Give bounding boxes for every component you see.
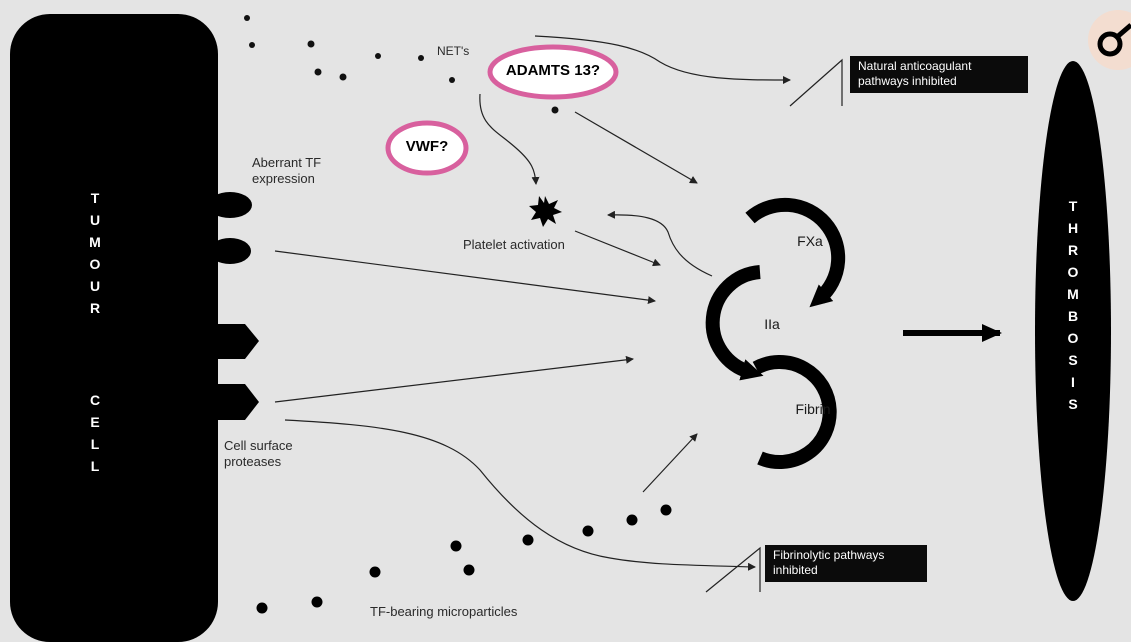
inhibit-anticoagulant bbox=[789, 58, 843, 107]
arrow-tf-to-cascade bbox=[274, 250, 656, 305]
vwf-label: VWF? bbox=[405, 138, 449, 155]
corner-badge-ring bbox=[1097, 31, 1123, 57]
thrombosis-letter: S bbox=[1068, 396, 1078, 412]
inhibit-fibrinolytic bbox=[705, 546, 761, 593]
fxa-cycle-arrow bbox=[745, 197, 846, 308]
platelet-shape bbox=[529, 196, 562, 227]
corner-badge-tail bbox=[1115, 23, 1131, 39]
tumour-letter: M bbox=[89, 234, 101, 250]
arrow-nets-to-platelet bbox=[479, 93, 540, 185]
iia-label: IIa bbox=[764, 316, 780, 332]
arrow-protease-to-cascade bbox=[274, 355, 634, 403]
adamts-ring bbox=[487, 44, 619, 100]
tf-microparticles-label: TF-bearing microparticles bbox=[370, 604, 518, 619]
thrombosis-letter: I bbox=[1071, 374, 1075, 390]
protease-shape-1 bbox=[207, 324, 259, 359]
aberrant-tf-label: Aberrant TF expression bbox=[252, 155, 322, 186]
tf-receptor-1 bbox=[208, 192, 252, 218]
thrombosis-letter: T bbox=[1068, 198, 1078, 214]
tumour-letter: T bbox=[90, 190, 100, 206]
fibrin-label: Fibrin bbox=[795, 401, 831, 417]
microparticle-dots bbox=[256, 504, 672, 614]
cell-letter: E bbox=[90, 414, 100, 430]
thrombosis-letter: M bbox=[1067, 286, 1079, 302]
anticoagulant-box: Natural anticoagulant pathways inhibited bbox=[850, 56, 1028, 93]
platelet-activation-label: Platelet activation bbox=[463, 237, 565, 252]
tumour-letter: U bbox=[89, 278, 101, 294]
thrombosis-letter: R bbox=[1067, 242, 1079, 258]
iia-cycle-arrow bbox=[705, 265, 764, 381]
cell-letter: L bbox=[90, 436, 100, 452]
tumour-letter: O bbox=[89, 256, 101, 272]
tumour-cell-shape bbox=[10, 14, 218, 642]
corner-badge[interactable] bbox=[1088, 10, 1131, 70]
arrow-cascade-to-platelet bbox=[607, 210, 713, 277]
thrombosis-letter: H bbox=[1067, 220, 1079, 236]
arrow-microparticles-to-cascade bbox=[642, 433, 698, 493]
thrombosis-letter: S bbox=[1068, 352, 1078, 368]
cell-surface-proteases-label: Cell surface proteases bbox=[224, 438, 293, 469]
arrow-nets-to-cascade bbox=[574, 111, 698, 184]
tumour-letter: R bbox=[89, 300, 101, 316]
thrombosis-shape bbox=[1035, 61, 1111, 601]
fibrinolytic-box: Fibrinolytic pathways inhibited bbox=[765, 545, 927, 582]
arrow-platelet-to-cascade bbox=[574, 230, 661, 267]
tf-receptor-2 bbox=[209, 238, 251, 264]
nets-label: NET's bbox=[437, 44, 470, 58]
arrow-nets-to-anticoagulant bbox=[534, 35, 791, 84]
arrow-to-fibrinolytic bbox=[284, 419, 756, 571]
thrombosis-letter: B bbox=[1067, 308, 1079, 324]
adamts-label: ADAMTS 13? bbox=[505, 62, 601, 79]
cell-letter: C bbox=[89, 392, 101, 408]
fxa-label: FXa bbox=[797, 233, 823, 249]
tumour-letter: U bbox=[89, 212, 101, 228]
fibrin-cycle-arrow bbox=[752, 355, 837, 469]
thrombosis-letter: O bbox=[1067, 330, 1079, 346]
thrombosis-letter: O bbox=[1067, 264, 1079, 280]
protease-shape-2 bbox=[207, 384, 259, 420]
cell-letter: L bbox=[90, 458, 100, 474]
vwf-ring bbox=[385, 120, 469, 176]
